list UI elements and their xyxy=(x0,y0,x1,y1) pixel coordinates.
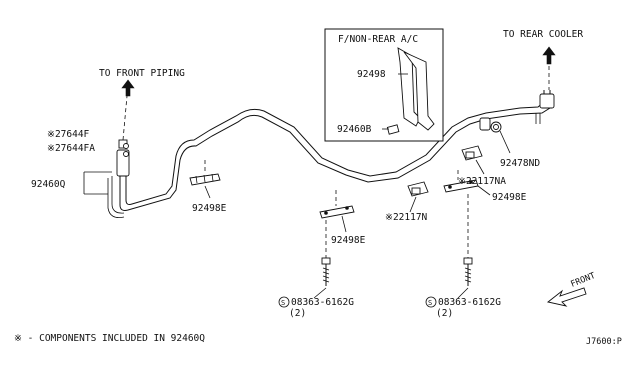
svg-text:S: S xyxy=(281,299,285,307)
clip-92498e-left xyxy=(189,160,221,199)
label-to-rear-cooler: TO REAR COOLER xyxy=(503,29,583,40)
label-front: FRONT xyxy=(569,271,596,290)
main-pipe-assembly xyxy=(107,90,551,218)
front-hose-connector xyxy=(116,95,130,177)
label-bolt-right-number: 08363-6162G xyxy=(438,297,501,308)
insulator-22117na xyxy=(461,145,485,175)
label-92478nd: 92478ND xyxy=(500,158,540,169)
label-inset-title: F/NON-REAR A/C xyxy=(338,34,418,45)
label-to-front-piping: TO FRONT PIPING xyxy=(99,68,185,79)
label-92498e-left: 92498E xyxy=(192,203,227,214)
diagram-code: J7600:P xyxy=(586,337,622,347)
insulator-22117n xyxy=(407,181,429,213)
label-bolt-left-qty: (2) xyxy=(289,308,306,319)
label-inset-92460b: 92460B xyxy=(337,124,372,135)
inset-non-rear-ac xyxy=(324,28,444,142)
label-27644f: ※27644F xyxy=(47,129,90,140)
label-27644fa: ※27644FA xyxy=(47,143,95,154)
screw-symbol-left: S xyxy=(278,296,290,308)
o-ring-92478nd xyxy=(479,117,511,154)
front-arrow-icon xyxy=(546,287,587,307)
bolt-right xyxy=(457,257,473,299)
arrow-up-icon xyxy=(121,79,135,97)
clip-92498e-mid xyxy=(319,190,355,258)
arrow-up-icon-rear xyxy=(542,46,556,90)
svg-text:S: S xyxy=(428,299,432,307)
label-inset-92498: 92498 xyxy=(357,69,386,80)
label-92460q: 92460Q xyxy=(31,179,66,190)
label-92498e-right: 92498E xyxy=(492,192,527,203)
label-bolt-right-qty: (2) xyxy=(436,308,453,319)
label-22117na: ※22117NA xyxy=(458,176,506,187)
label-92498e-mid: 92498E xyxy=(331,235,366,246)
clip-92498e-right xyxy=(443,170,491,258)
footnote: ※ - COMPONENTS INCLUDED IN 92460Q xyxy=(14,333,205,344)
screw-symbol-right: S xyxy=(425,296,437,308)
label-22117n: ※22117N xyxy=(385,212,428,223)
bolt-left xyxy=(313,257,331,299)
rear-pipe-connector xyxy=(535,93,555,124)
label-bolt-left-number: 08363-6162G xyxy=(291,297,354,308)
